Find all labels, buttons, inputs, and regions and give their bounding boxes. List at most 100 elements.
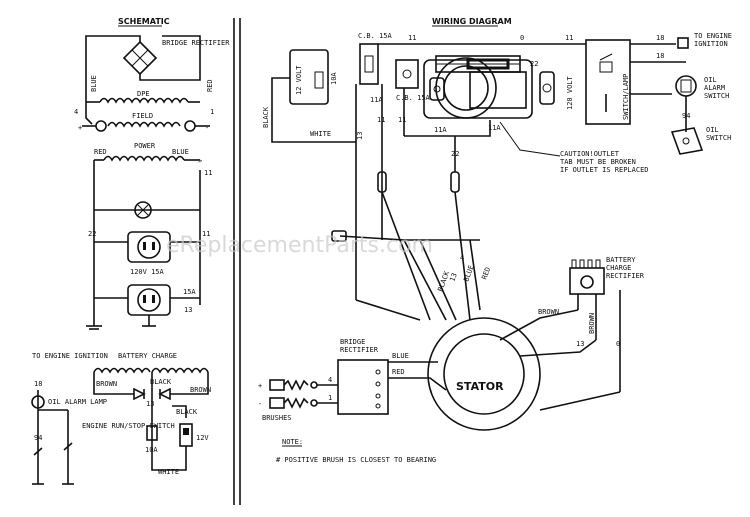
battery-charge-title: BATTERY CHARGE: [118, 352, 177, 360]
svg-text:C.B. 15A: C.B. 15A: [358, 32, 393, 40]
svg-text:18: 18: [656, 52, 664, 60]
svg-text:22: 22: [530, 60, 538, 68]
svg-text:-: -: [258, 400, 262, 408]
svg-text:SWITCH: SWITCH: [704, 92, 729, 100]
svg-text:0: 0: [616, 340, 620, 348]
svg-text:11: 11: [398, 116, 406, 124]
svg-text:BLUE: BLUE: [90, 75, 98, 92]
svg-text:18: 18: [34, 380, 42, 388]
svg-text:BRUSHES: BRUSHES: [262, 414, 292, 422]
stator: STATOR: [427, 317, 541, 431]
svg-text:11: 11: [377, 116, 385, 124]
svg-text:CAUTION!OUTLET: CAUTION!OUTLET: [560, 150, 620, 158]
svg-text:WHITE: WHITE: [158, 468, 179, 476]
svg-text:13: 13: [146, 400, 154, 408]
svg-text:OIL: OIL: [704, 76, 717, 84]
svg-text:BLUE: BLUE: [392, 352, 409, 360]
svg-text:11: 11: [202, 230, 210, 238]
svg-text:BROWN: BROWN: [96, 380, 117, 388]
svg-text:18: 18: [656, 34, 664, 42]
svg-text:13: 13: [356, 132, 364, 140]
svg-text:1: 1: [210, 108, 214, 116]
svg-text:13: 13: [448, 272, 458, 283]
svg-text:STATOR: STATOR: [456, 380, 504, 393]
svg-text:+: +: [78, 124, 82, 132]
svg-text:ENGINE RUN/STOP SWITCH: ENGINE RUN/STOP SWITCH: [82, 422, 175, 430]
svg-text:IGNITION: IGNITION: [694, 40, 728, 48]
battery-charge-rectifier: BATTERY CHARGE RECTIFIER: [569, 256, 645, 295]
svg-text:12 VOLT: 12 VOLT: [295, 65, 303, 95]
svg-text:+: +: [258, 382, 262, 390]
svg-text:BLACK: BLACK: [150, 378, 172, 386]
schematic-outlet-2: [127, 284, 171, 316]
svg-text:TAB MUST BE BROKEN: TAB MUST BE BROKEN: [560, 158, 636, 166]
wire-harness: [339, 191, 481, 321]
svg-text:1: 1: [328, 394, 332, 402]
generator-outlet-assembly: [423, 55, 555, 119]
svg-text:RED: RED: [480, 266, 492, 281]
svg-text:94: 94: [34, 434, 42, 442]
svg-text:C.B. 15A: C.B. 15A: [396, 94, 431, 102]
svg-text:12V: 12V: [196, 434, 209, 442]
svg-text:11A: 11A: [370, 96, 383, 104]
svg-text:OIL: OIL: [706, 126, 719, 134]
svg-text:TO ENGINE: TO ENGINE: [694, 32, 732, 40]
svg-text:RECTIFIER: RECTIFIER: [340, 346, 379, 354]
svg-text:120V 15A: 120V 15A: [130, 268, 165, 276]
svg-text:BLACK: BLACK: [262, 106, 270, 128]
note-title: NOTE:: [282, 438, 303, 446]
svg-text:BATTERY: BATTERY: [606, 256, 636, 264]
svg-text:BROWN: BROWN: [588, 313, 596, 334]
schematic-title: SCHEMATIC: [118, 17, 170, 26]
svg-text:-: -: [205, 124, 209, 132]
circuit-breaker-2: C.B. 15A: [395, 59, 431, 102]
svg-text:OIL ALARM LAMP: OIL ALARM LAMP: [48, 398, 107, 406]
connector-plug: [450, 171, 460, 193]
svg-text:10A: 10A: [330, 72, 338, 85]
svg-text:22: 22: [451, 150, 459, 158]
svg-text:IF OUTLET IS REPLACED: IF OUTLET IS REPLACED: [560, 166, 649, 174]
svg-text:RECTIFIER: RECTIFIER: [606, 272, 645, 280]
brushes: [269, 379, 318, 409]
svg-text:0: 0: [520, 34, 524, 42]
svg-text:10A: 10A: [145, 446, 158, 454]
switch-lamp-box: [585, 39, 631, 125]
svg-text:11: 11: [408, 34, 416, 42]
svg-text:11: 11: [565, 34, 573, 42]
svg-text:4: 4: [328, 376, 332, 384]
watermark: eReplacementParts.com: [166, 233, 433, 258]
svg-text:RED: RED: [206, 79, 214, 92]
oil-switch: [670, 127, 704, 155]
svg-text:DPE: DPE: [137, 90, 150, 98]
svg-text:CHARGE: CHARGE: [606, 264, 631, 272]
svg-text:13: 13: [576, 340, 584, 348]
svg-text:11A: 11A: [434, 126, 447, 134]
svg-text:120 VOLT: 120 VOLT: [566, 75, 574, 110]
schematic-bridge-rectifier: BRIDGE RECTIFIER: [122, 39, 230, 76]
svg-text:94: 94: [682, 112, 690, 120]
schematic-lamp: [134, 201, 152, 219]
svg-text:11: 11: [204, 169, 212, 177]
svg-text:BLACK: BLACK: [176, 408, 198, 416]
svg-text:RED: RED: [392, 368, 405, 376]
svg-text:BROWN: BROWN: [190, 386, 211, 394]
svg-text:11A: 11A: [488, 124, 501, 132]
svg-text:BROWN: BROWN: [538, 308, 559, 316]
svg-text:SWITCH: SWITCH: [706, 134, 731, 142]
svg-text:15A: 15A: [183, 288, 196, 296]
note-text: # POSITIVE BRUSH IS CLOSEST TO BEARING: [276, 456, 436, 464]
oil-alarm-switch: [675, 75, 697, 97]
oil-alarm-lamp: [31, 395, 45, 409]
svg-text:WHITE: WHITE: [310, 130, 331, 138]
wiring-bridge-rectifier: BRIDGE RECTIFIER: [337, 338, 389, 415]
svg-text:22: 22: [88, 230, 96, 238]
wiring-title: WIRING DIAGRAM: [432, 17, 512, 26]
svg-text:>: >: [198, 157, 202, 165]
schematic-outlet-1: [127, 231, 171, 263]
twelve-volt-receptacle: 12 VOLT 10A: [289, 49, 338, 105]
svg-text:13: 13: [184, 306, 192, 314]
svg-text:BLUE: BLUE: [172, 148, 189, 156]
svg-text:POWER: POWER: [134, 142, 156, 150]
